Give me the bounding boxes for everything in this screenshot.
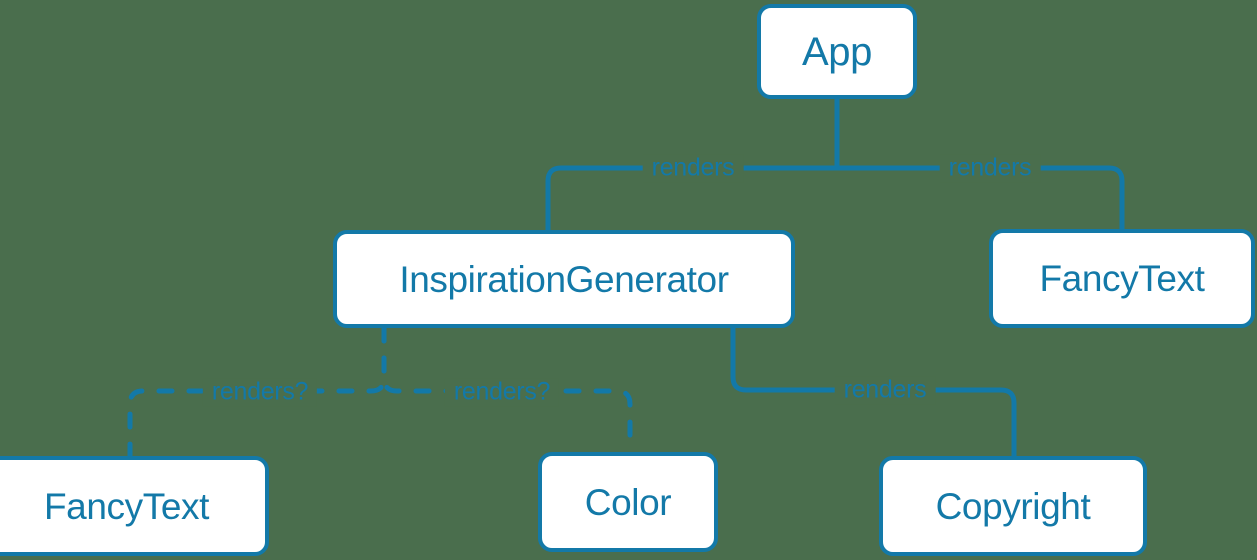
node-copyright-label: Copyright — [935, 485, 1091, 527]
edge-label-inspiration-generator-to-color: renders? — [444, 378, 560, 406]
node-color[interactable]: Color — [538, 452, 718, 552]
edge-label-inspiration-generator-to-copyright: renders — [834, 376, 936, 404]
node-inspiration-generator[interactable]: InspirationGenerator — [333, 230, 795, 328]
edge-label-app-to-inspiration-generator: renders — [642, 154, 744, 182]
node-color-label: Color — [584, 481, 672, 523]
edge-label-app-to-fancytext-right: renders — [939, 154, 1041, 182]
node-copyright[interactable]: Copyright — [879, 456, 1147, 556]
edge-app-to-fancytext-right — [834, 96, 1125, 232]
node-fancytext-bottom[interactable]: FancyText — [0, 456, 269, 556]
node-app-label: App — [802, 29, 872, 74]
node-app[interactable]: App — [757, 4, 917, 99]
edge-label-inspiration-generator-to-fancytext-bottom: renders? — [202, 378, 318, 406]
edge-app-to-inspiration-generator — [545, 96, 840, 233]
node-fancytext-right[interactable]: FancyText — [989, 229, 1255, 328]
node-fancytext-right-label: FancyText — [1039, 258, 1205, 299]
node-fancytext-bottom-label: FancyText — [43, 485, 209, 527]
node-inspiration-generator-label: InspirationGenerator — [399, 258, 729, 300]
